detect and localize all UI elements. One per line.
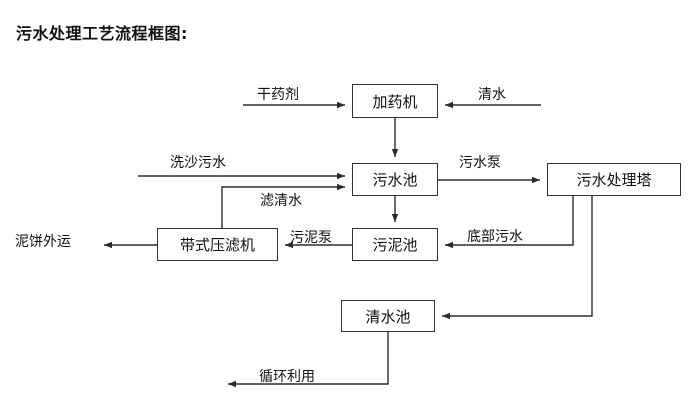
node-label: 污泥池 xyxy=(372,236,418,254)
terminal-mud-cake-out: 泥饼外运 xyxy=(15,234,71,250)
edge-filtered-water-to-wastewater-pool xyxy=(221,183,345,228)
edge-label-sand-wash-wastewater: 洗沙污水 xyxy=(170,155,226,171)
node-belt-filter-press[interactable]: 带式压滤机 xyxy=(157,228,278,261)
edge-label-wastewater-pump: 污水泵 xyxy=(459,155,501,171)
edge-treatment-tower-to-clean-water-pool xyxy=(442,196,593,320)
edge-label-bottom-wastewater: 底部污水 xyxy=(467,229,523,245)
node-treatment-tower[interactable]: 污水处理塔 xyxy=(547,163,681,196)
node-clean-water-pool[interactable]: 清水池 xyxy=(341,300,435,332)
edge-label-recycle-reuse: 循环利用 xyxy=(259,369,315,385)
edge-label-filtered-clean-water: 滤清水 xyxy=(260,193,302,209)
edge-label-sludge-pump: 污泥泵 xyxy=(290,230,332,246)
node-label: 加药机 xyxy=(372,92,418,111)
edge-label-clean-water-in: 清水 xyxy=(478,87,506,103)
node-sludge-pool[interactable]: 污泥池 xyxy=(352,228,438,261)
edge-clean-water-pool-to-recycle xyxy=(228,332,389,388)
node-label: 带式压滤机 xyxy=(179,236,255,254)
edge-bottom-wastewater-to-sludge-pool xyxy=(445,196,574,249)
node-label: 污水池 xyxy=(372,171,418,189)
node-label: 污水处理塔 xyxy=(576,171,652,189)
node-dosing-machine[interactable]: 加药机 xyxy=(352,84,438,118)
node-wastewater-pool[interactable]: 污水池 xyxy=(352,163,438,196)
node-label: 清水池 xyxy=(365,307,411,326)
page-title: 污水处理工艺流程框图: xyxy=(16,24,188,43)
edge-label-dry-chemical: 干药剂 xyxy=(257,87,299,103)
